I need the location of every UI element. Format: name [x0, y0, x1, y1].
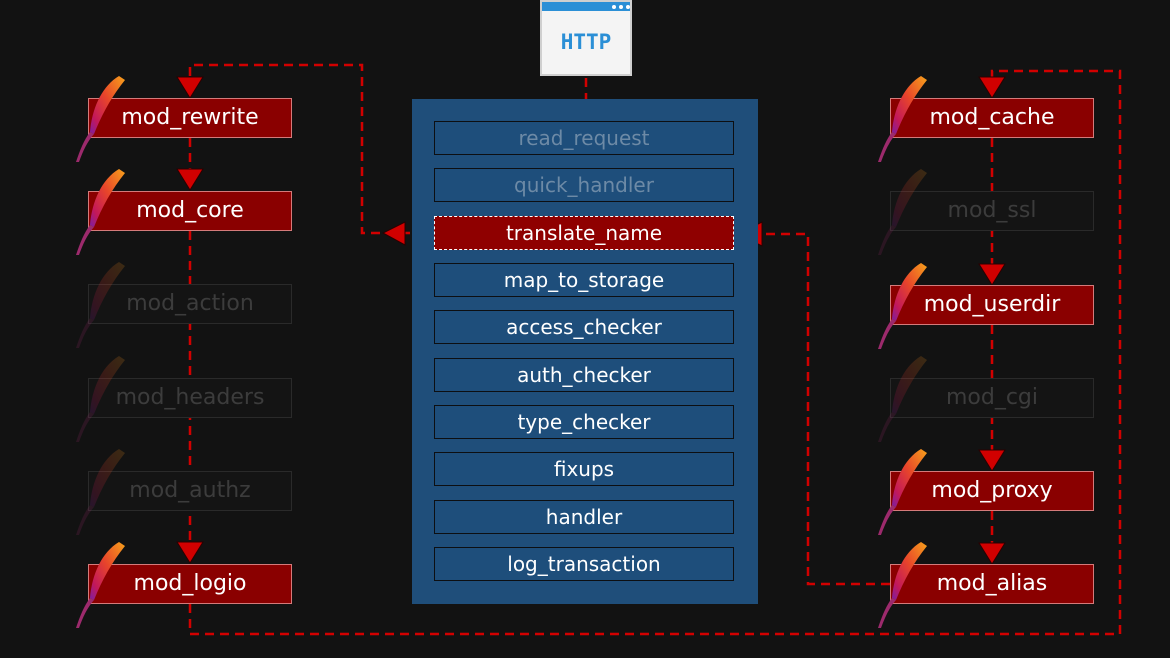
- apache-feather-icon: [878, 449, 927, 535]
- apache-feather-icon: [76, 76, 125, 162]
- browser-title-bar: [542, 2, 630, 11]
- module-mod-headers: mod_headers: [88, 378, 292, 418]
- apache-feather-icon: [878, 263, 927, 349]
- left-loop-line: [188, 63, 410, 235]
- phase-fixups: fixups: [434, 452, 734, 486]
- module-mod-ssl: mod_ssl: [890, 191, 1094, 231]
- module-mod-core: mod_core: [88, 191, 292, 231]
- phase-quick-handler: quick_handler: [434, 168, 734, 202]
- phase-auth-checker: auth_checker: [434, 358, 734, 392]
- arrowhead-mod-userdir: [978, 263, 1006, 286]
- phase-type-checker: type_checker: [434, 405, 734, 439]
- apache-feather-icon: [878, 169, 927, 255]
- window-dot-icon: [612, 5, 616, 9]
- apache-feather-icon: [76, 169, 125, 255]
- module-mod-cache: mod_cache: [890, 98, 1094, 138]
- arrowhead-mod-logio: [176, 541, 204, 564]
- window-dot-icon: [626, 5, 630, 9]
- module-mod-alias: mod_alias: [890, 564, 1094, 604]
- window-dot-icon: [619, 5, 623, 9]
- module-mod-proxy: mod_proxy: [890, 471, 1094, 511]
- alias-return-line: [762, 232, 890, 586]
- phase-map-to-storage: map_to_storage: [434, 263, 734, 297]
- apache-feather-icon: [878, 356, 927, 442]
- arrowhead-mod-proxy: [978, 449, 1006, 472]
- apache-feather-icon: [76, 542, 125, 628]
- module-mod-cgi: mod_cgi: [890, 378, 1094, 418]
- arrowhead-left-out: [381, 221, 406, 246]
- module-mod-authz: mod_authz: [88, 471, 292, 511]
- arrowhead-mod-cache: [978, 76, 1006, 99]
- bottom-return-line: [188, 69, 1122, 636]
- arrowhead-mod-rewrite: [176, 76, 204, 99]
- apache-feather-icon: [76, 449, 125, 535]
- phase-access-checker: access_checker: [434, 310, 734, 344]
- module-mod-action: mod_action: [88, 284, 292, 324]
- module-mod-rewrite: mod_rewrite: [88, 98, 292, 138]
- apache-feather-icon: [878, 542, 927, 628]
- phase-log-transaction: log_transaction: [434, 547, 734, 581]
- apache-feather-icon: [76, 356, 125, 442]
- phase-read-request: read_request: [434, 121, 734, 155]
- module-mod-userdir: mod_userdir: [890, 285, 1094, 325]
- phase-translate-name: translate_name: [434, 216, 734, 250]
- module-mod-logio: mod_logio: [88, 564, 292, 604]
- arrowhead-mod-alias: [978, 542, 1006, 565]
- apache-feather-icon: [878, 76, 927, 162]
- http-label: HTTP: [560, 30, 612, 54]
- arrowhead-mod-core: [176, 168, 204, 191]
- apache-feather-icon: [76, 262, 125, 348]
- http-browser-icon: HTTP: [540, 0, 632, 76]
- phase-handler: handler: [434, 500, 734, 534]
